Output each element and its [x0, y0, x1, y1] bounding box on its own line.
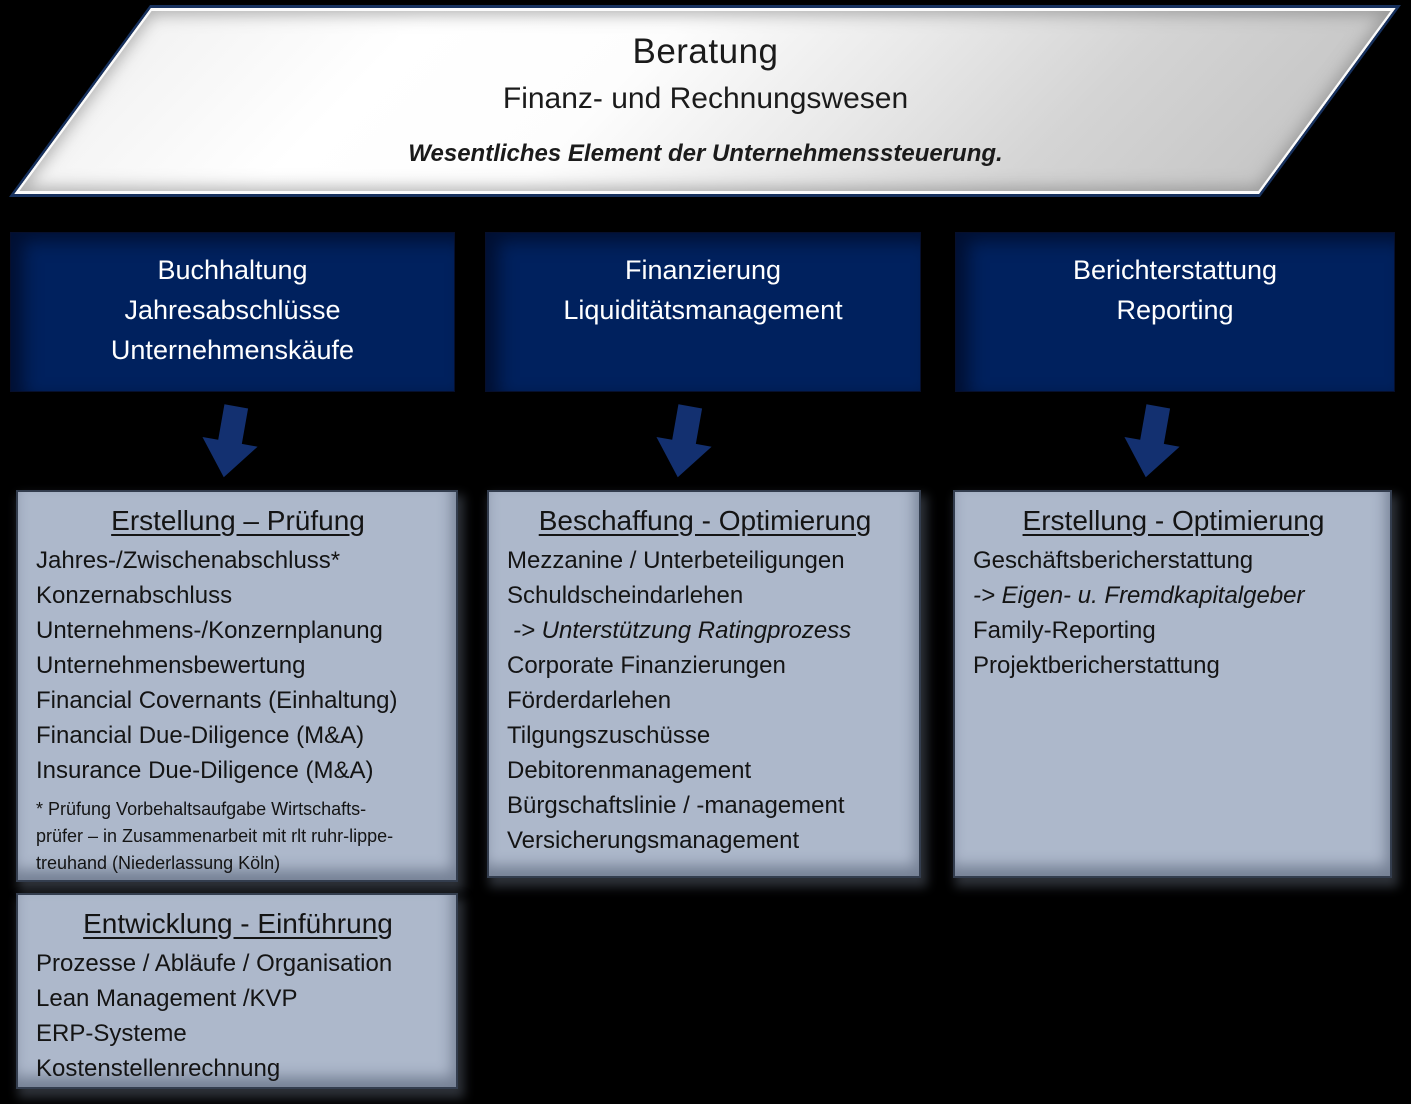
detail-box-title: Beschaffung - Optimierung: [538, 505, 872, 536]
down-arrow-icon: [202, 404, 258, 478]
category-line: Buchhaltung: [157, 255, 308, 285]
detail-item: Projektbericherstattung: [973, 652, 1220, 679]
detail-item: Geschäftsbericherstattung: [973, 547, 1254, 574]
detail-item: -> Unterstützung Ratingprozess: [513, 617, 852, 644]
detail-item: Financial Covernants (Einhaltung): [36, 687, 398, 714]
down-arrow-shape: [656, 404, 712, 478]
banner: Beratung Finanz- und Rechnungswesen Wese…: [0, 0, 1411, 200]
detail-item-list: Jahres-/Zwischenabschluss* Konzernabschlu…: [36, 543, 440, 788]
detail-item: Förderdarlehen: [507, 687, 672, 714]
detail-box-beschaffung-optimierung: Beschaffung - Optimierung Mezzanine / Un…: [487, 490, 921, 878]
detail-box-title: Erstellung – Prüfung: [111, 505, 365, 536]
detail-item: Schuldscheindarlehen: [507, 582, 744, 609]
footnote-line: prüfer – in Zusammenarbeit mit rlt ruhr-…: [36, 826, 394, 846]
detail-box-erstellung-pruefung: Erstellung – Prüfung Jahres-/Zwischenabs…: [16, 490, 458, 882]
down-arrow-icon: [656, 404, 712, 478]
down-arrow-icon: [1124, 404, 1180, 478]
category-line: Liquiditätsmanagement: [563, 295, 843, 325]
detail-item: Kostenstellenrechnung: [36, 1055, 281, 1082]
category-line: Reporting: [1116, 295, 1234, 325]
banner-subtitle: Finanz- und Rechnungswesen: [502, 82, 909, 115]
down-arrow-shape: [202, 404, 258, 478]
category-line: Jahresabschlüsse: [124, 295, 341, 325]
down-arrow-shape: [1124, 404, 1180, 478]
detail-box-title: Erstellung - Optimierung: [1022, 505, 1325, 536]
detail-item: Konzernabschluss: [36, 582, 233, 609]
banner-tagline: Wesentliches Element der Unternehmensste…: [408, 140, 1003, 167]
footnote: * Prüfung Vorbehaltsaufgabe Wirtschafts-…: [36, 796, 440, 877]
detail-item: Insurance Due-Diligence (M&A): [36, 757, 374, 784]
detail-item: ERP-Systeme: [36, 1020, 187, 1047]
detail-item: Versicherungsmanagement: [507, 827, 800, 854]
category-line: Finanzierung: [624, 255, 782, 285]
detail-item: Family-Reporting: [973, 617, 1156, 644]
detail-item: Tilgungszuschüsse: [507, 722, 711, 749]
category-line: Unternehmenskäufe: [110, 335, 355, 365]
detail-item-list: Geschäftsbericherstattung -> Eigen- u. Fr…: [973, 543, 1374, 683]
footnote-line: treuhand (Niederlassung Köln): [36, 853, 281, 873]
detail-item: Mezzanine / Unterbeteiligungen: [507, 547, 845, 574]
footnote-line: * Prüfung Vorbehaltsaufgabe Wirtschafts-: [36, 799, 367, 819]
detail-item: Debitorenmanagement: [507, 757, 752, 784]
detail-item: Bürgschaftslinie / -management: [507, 792, 845, 819]
detail-item: -> Eigen- u. Fremdkapitalgeber: [973, 582, 1305, 609]
detail-item: Lean Management /KVP: [36, 985, 298, 1012]
detail-item: Financial Due-Diligence (M&A): [36, 722, 365, 749]
banner-title: Beratung: [632, 32, 779, 71]
detail-item: Unternehmensbewertung: [36, 652, 306, 679]
detail-box-erstellung-optimierung: Erstellung - Optimierung Geschäftsberich…: [953, 490, 1392, 878]
banner-content: Beratung Finanz- und Rechnungswesen Wese…: [0, 5, 1411, 191]
category-line: Berichterstattung: [1072, 255, 1278, 285]
detail-item: Prozesse / Abläufe / Organisation: [36, 950, 393, 977]
detail-item: Jahres-/Zwischenabschluss*: [36, 547, 341, 574]
detail-box-title: Entwicklung - Einführung: [83, 908, 393, 939]
detail-item: Unternehmens-/Konzernplanung: [36, 617, 383, 644]
detail-box-entwicklung-einfuehrung: Entwicklung - Einführung Prozesse / Ablä…: [16, 893, 458, 1089]
detail-item: Corporate Finanzierungen: [507, 652, 786, 679]
